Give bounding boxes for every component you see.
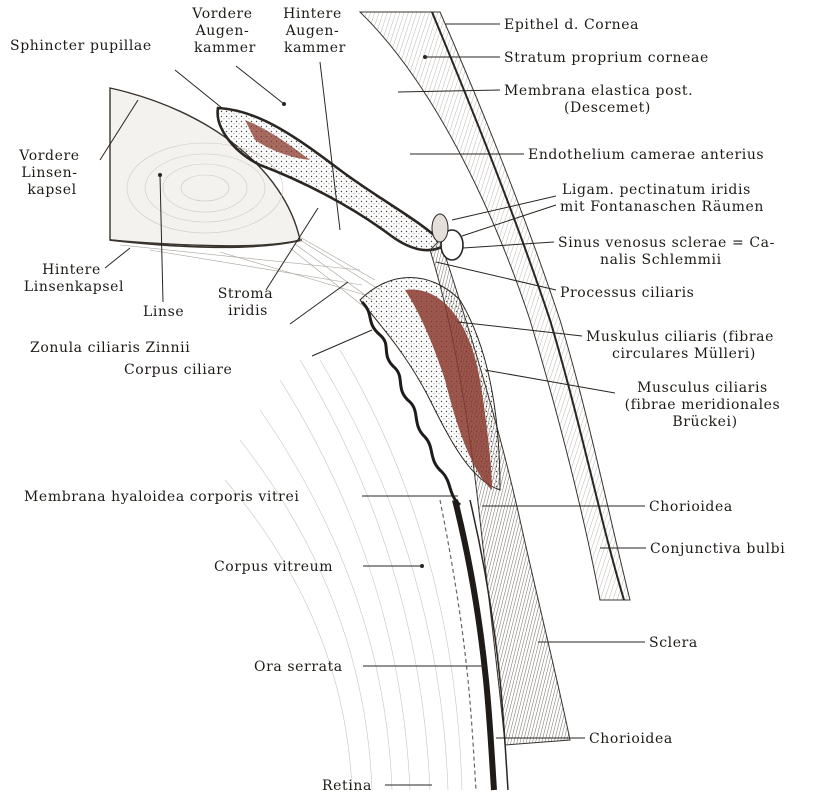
label-musculus-ciliaris-merid: Musculus ciliaris (fibrae meridionales B… — [625, 380, 786, 430]
leader-sphincter — [175, 70, 222, 108]
label-membrana-hyaloidea: Membrana hyaloidea corporis vitrei — [24, 489, 299, 505]
label-conjunctiva-bulbi: Conjunctiva bulbi — [650, 541, 785, 557]
ciliary-body — [360, 278, 500, 506]
label-processus-ciliaris: Processus ciliaris — [560, 285, 694, 301]
label-hintere-linsenkapsel: Hintere Linsenkapsel — [24, 262, 124, 295]
label-vordere-augenkammer: Vordere Augen- kammer — [191, 6, 257, 56]
label-corpus-ciliare: Corpus ciliare — [124, 362, 232, 378]
leader-hintere-kammer — [320, 62, 340, 230]
label-sinus-venosus: Sinus venosus sclerae = Ca- nalis Schlem… — [558, 235, 780, 268]
label-membrana-elastica: Membrana elastica post. (Descemet) — [504, 83, 698, 116]
label-chorioidea-upper: Chorioidea — [649, 499, 733, 515]
label-endothelium: Endothelium camerae anterius — [528, 147, 764, 163]
label-sphincter-pupillae: Sphincter pupillae — [10, 38, 152, 54]
label-ora-serrata: Ora serrata — [254, 659, 343, 675]
label-epithel-cornea: Epithel d. Cornea — [504, 17, 639, 33]
label-ligam-pectinatum: Ligam. pectinatum iridis mit Fontanasche… — [560, 182, 764, 215]
label-chorioidea-lower: Chorioidea — [589, 731, 673, 747]
label-retina: Retina — [322, 778, 372, 794]
label-muskulus-ciliaris-circ: Muskulus ciliaris (fibrae circulares Mül… — [586, 329, 779, 362]
label-zonula-ciliaris: Zonula ciliaris Zinnii — [30, 340, 190, 356]
leader-zonula — [290, 282, 348, 324]
leader-hintere-linsenkapsel — [105, 248, 130, 268]
leader-vordere-kammer — [236, 66, 284, 104]
label-linse: Linse — [143, 304, 184, 320]
label-stratum-proprium: Stratum proprium corneae — [504, 50, 709, 66]
label-corpus-vitreum: Corpus vitreum — [214, 559, 333, 575]
label-vordere-linsenkapsel: Vordere Linsen- kapsel — [18, 148, 84, 198]
label-sclera: Sclera — [649, 635, 698, 651]
leader-corpus-ciliare — [312, 330, 372, 356]
label-hintere-augenkammer: Hintere Augen- kammer — [283, 6, 347, 56]
label-stroma-iridis: Stroma iridis — [218, 286, 279, 319]
